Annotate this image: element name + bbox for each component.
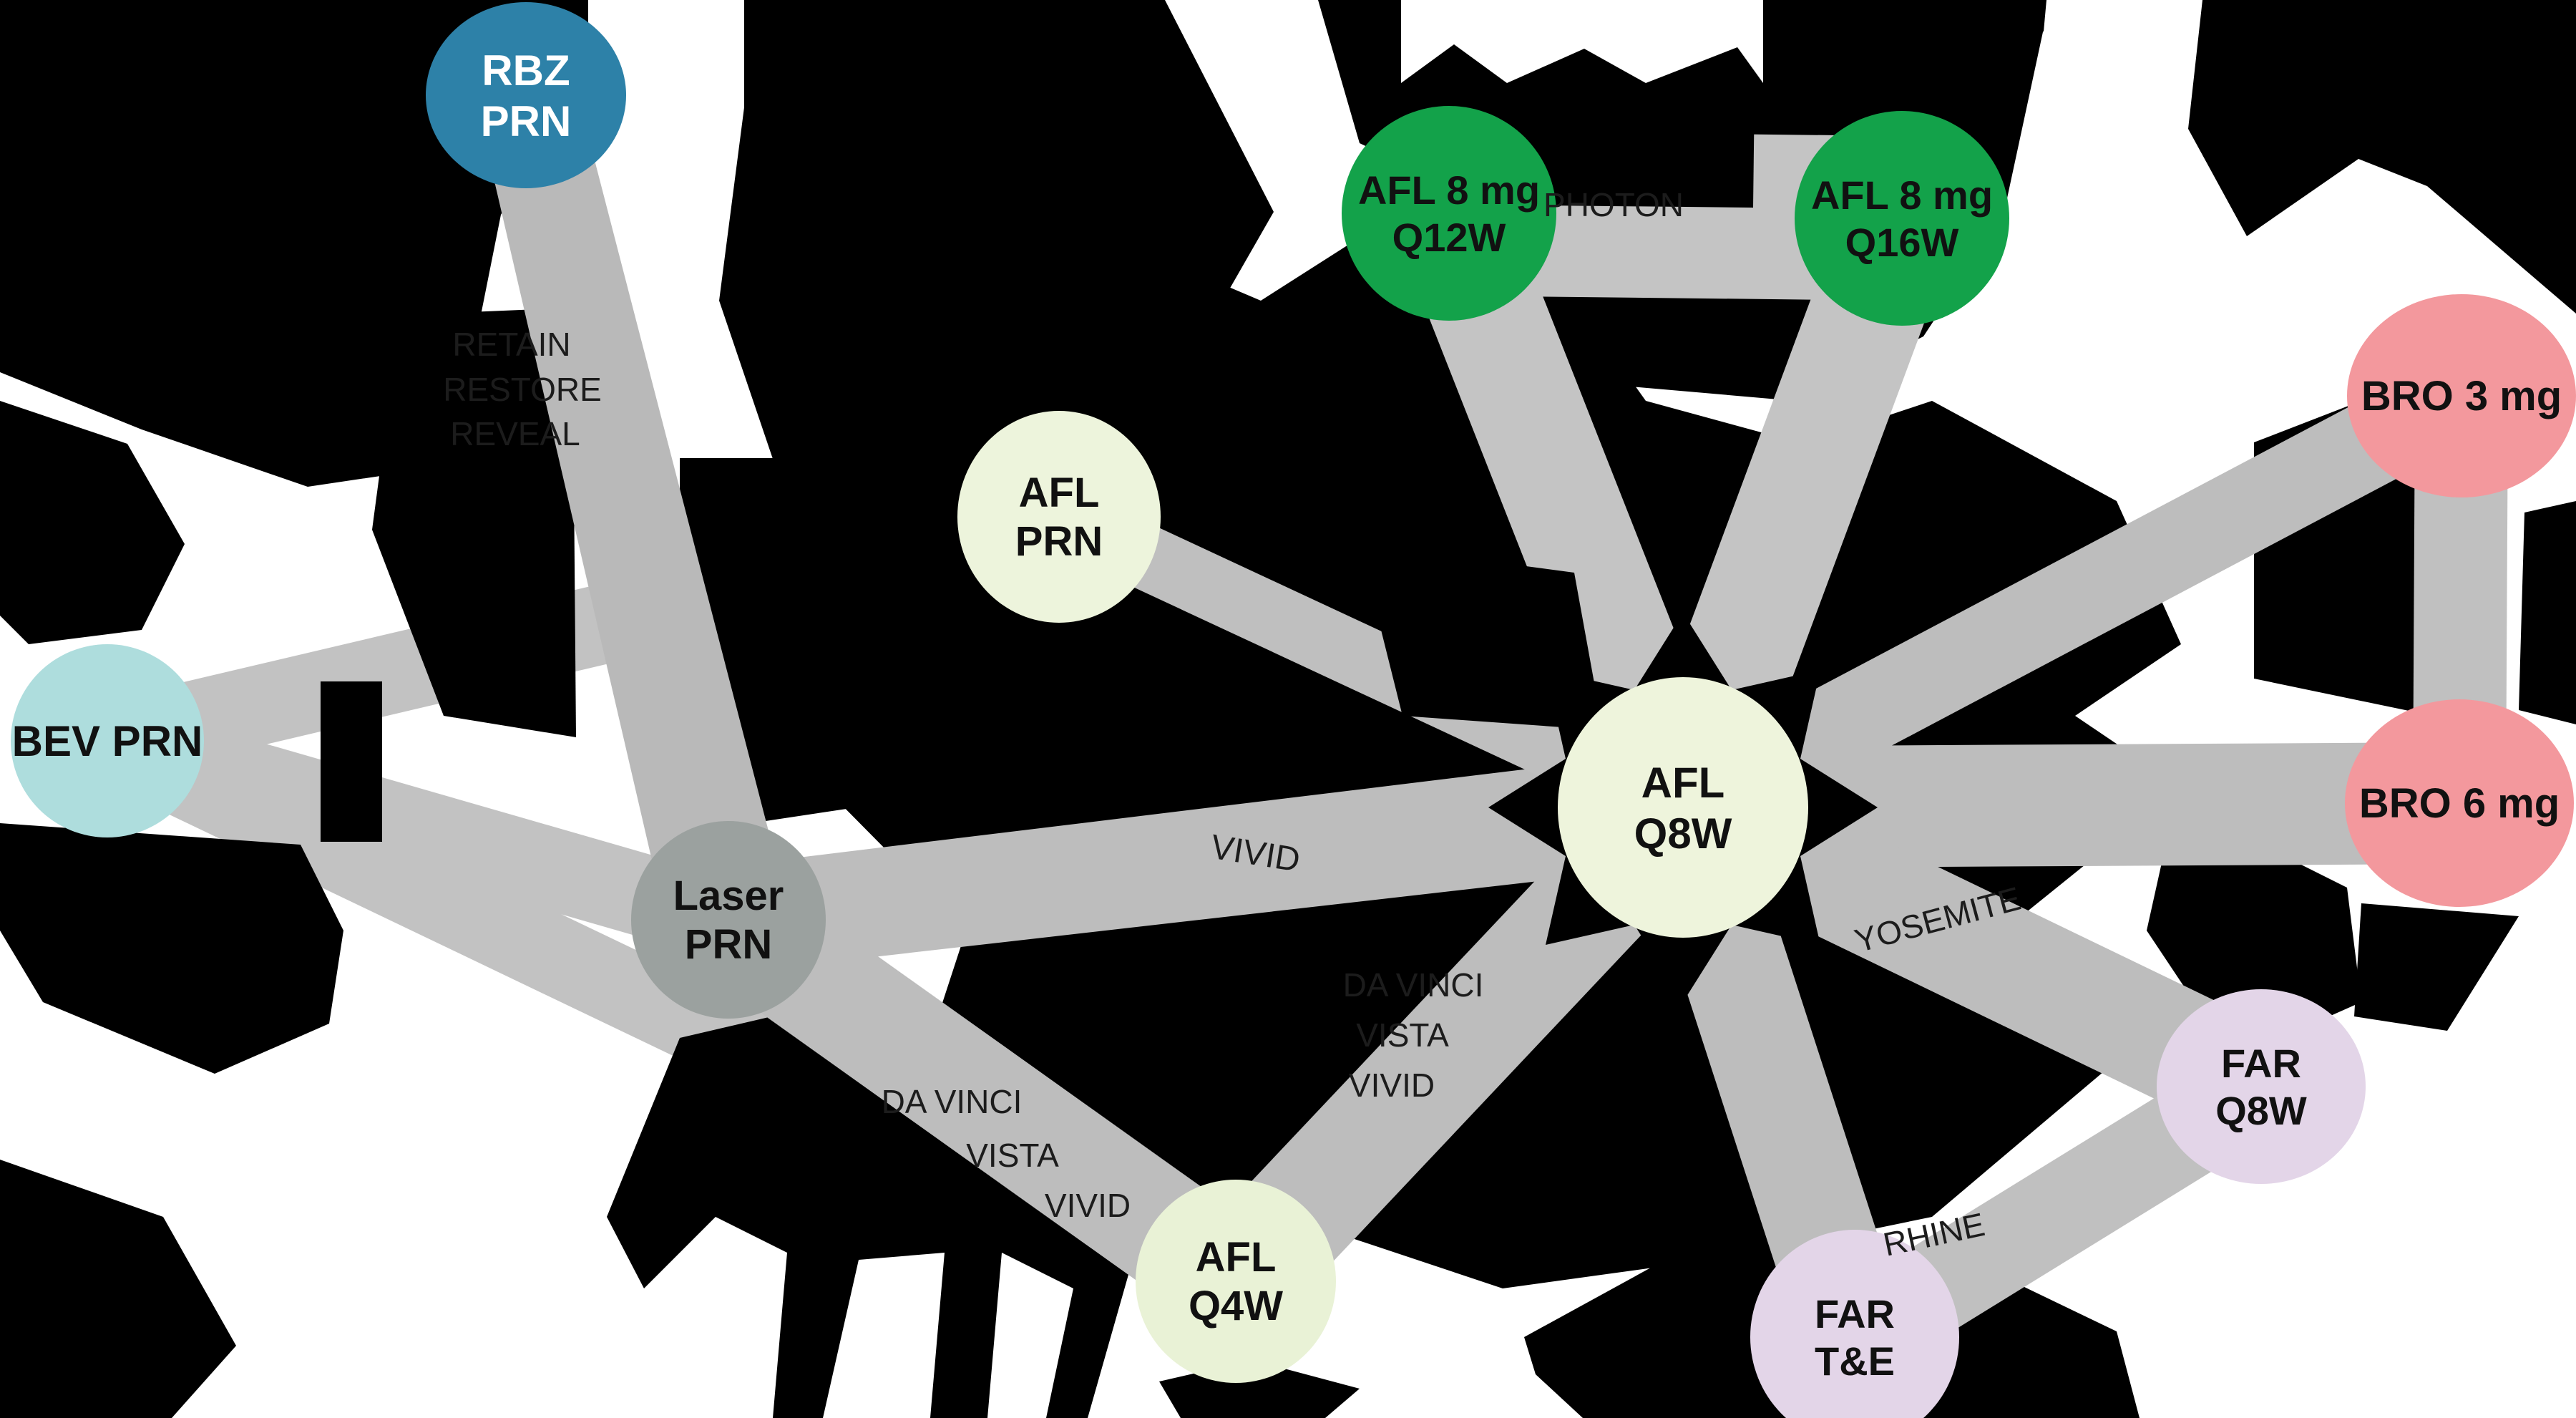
node-circle-afl_q4w	[1136, 1180, 1336, 1383]
blob-bottom-left-corner	[0, 1160, 236, 1418]
node-label-afl_q4w-line1: Q4W	[1189, 1283, 1283, 1329]
trial-label-vista-8: VISTA	[1356, 1016, 1449, 1054]
node-circle-afl8_q12w	[1342, 106, 1556, 321]
node-bro_3mg: BRO 3 mg	[2347, 294, 2576, 497]
trial-label-restore-1: RESTORE	[443, 371, 602, 408]
node-label-afl8_q12w-line0: AFL 8 mg	[1358, 167, 1540, 213]
trial-label-vista-5: VISTA	[966, 1137, 1059, 1174]
node-circle-far_q8w	[2157, 989, 2366, 1184]
node-label-afl_q8w-line1: Q8W	[1634, 810, 1732, 858]
node-label-rbz_prn-line0: RBZ	[482, 47, 570, 94]
blob-left-edge	[0, 401, 185, 644]
node-label-far_te-line0: FAR	[1815, 1291, 1895, 1336]
node-circle-afl8_q16w	[1795, 111, 2009, 326]
blob-top-right-strip	[1763, 0, 2046, 31]
edge-afl_prn-afl_q8w	[1045, 487, 1697, 837]
blob-top-right	[2188, 0, 2576, 314]
edge-afl_q8w-far_q8w	[1658, 756, 2286, 1138]
node-label-afl_q8w-line0: AFL	[1641, 759, 1725, 807]
node-circle-bro_3mg	[2347, 294, 2576, 497]
edge-afl_q8w-bro_3mg	[1663, 358, 2482, 845]
edge-rbz_prn-laser_prn	[477, 83, 788, 934]
node-label-afl_prn-line0: AFL	[1019, 470, 1100, 516]
node-label-laser_prn-line0: Laser	[673, 873, 784, 919]
node-label-afl8_q16w-line1: Q16W	[1845, 220, 1959, 265]
trial-label-da-vinci-4: DA VINCI	[882, 1083, 1023, 1120]
node-label-bro_3mg-line0: BRO 3 mg	[2361, 373, 2562, 419]
trial-label-da-vinci-7: DA VINCI	[1343, 966, 1484, 1004]
node-circle-rbz_prn	[426, 2, 626, 188]
node-bro_6mg: BRO 6 mg	[2345, 699, 2574, 907]
node-bev_prn: BEV PRN	[11, 644, 204, 837]
node-circle-bev_prn	[11, 644, 204, 837]
node-circle-bro_6mg	[2345, 699, 2574, 907]
node-circle-afl_q8w	[1558, 677, 1808, 938]
overlay-prn-corridor	[1360, 544, 1603, 730]
node-label-far_q8w-line1: Q8W	[2215, 1088, 2307, 1133]
edge-laser_prn-afl_q8w	[722, 751, 1689, 973]
trial-label-vivid-9: VIVID	[1349, 1067, 1435, 1104]
node-label-afl_prn-line1: PRN	[1015, 518, 1103, 565]
node-label-far_q8w-line0: FAR	[2221, 1041, 2301, 1086]
trial-label-vivid-6: VIVID	[1045, 1187, 1131, 1224]
node-circle-afl_prn	[957, 411, 1161, 623]
blob-right-of-farq8w	[2354, 903, 2519, 1031]
node-label-bro_6mg-line0: BRO 6 mg	[2359, 780, 2560, 827]
trial-label-reveal-2: REVEAL	[450, 415, 580, 452]
trial-label-retain-0: RETAIN	[452, 326, 570, 363]
node-label-afl8_q16w-line0: AFL 8 mg	[1811, 173, 1993, 218]
node-label-far_te-line1: T&E	[1815, 1339, 1895, 1384]
node-label-afl_q4w-line0: AFL	[1196, 1234, 1277, 1281]
node-label-rbz_prn-line1: PRN	[481, 97, 572, 145]
node-circle-laser_prn	[631, 821, 826, 1019]
edge-laser_prn-afl_q4w	[696, 873, 1269, 1328]
node-circle-far_te	[1750, 1230, 1959, 1418]
trial-label-photon-10: PHOTON	[1543, 186, 1684, 223]
edge-bev_prn-laser_prn	[96, 701, 740, 959]
node-label-afl8_q12w-line1: Q12W	[1392, 215, 1506, 260]
node-label-laser_prn-line1: PRN	[685, 921, 772, 968]
blob-below-bev	[0, 823, 343, 1074]
edge-afl_q8w-bro_6mg	[1683, 742, 2459, 868]
blob-left-corridor	[372, 308, 576, 737]
overlay-bar-bev-edge	[321, 681, 382, 842]
node-label-bev_prn-line0: BEV PRN	[12, 717, 203, 765]
edge-bro_3mg-bro_6mg	[2413, 396, 2508, 803]
blob-right-edge	[2519, 501, 2576, 724]
